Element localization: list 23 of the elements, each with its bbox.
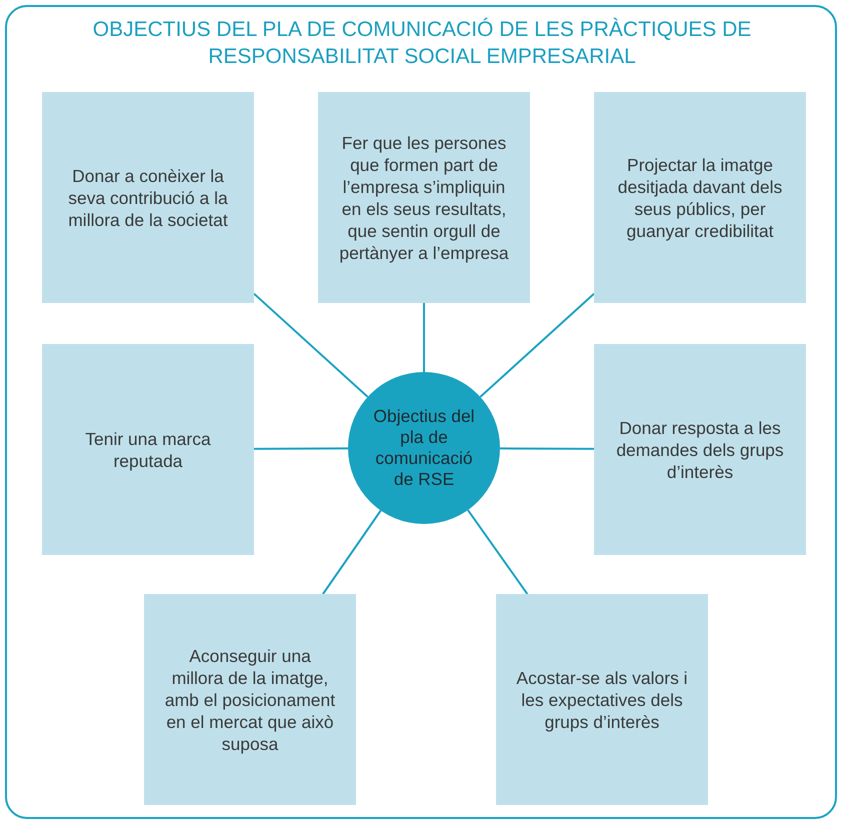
objective-box <box>318 92 530 303</box>
node-text: Donar resposta a les demandes dels grups d’interès <box>615 416 785 482</box>
node-text: Tenir una marca reputada <box>84 428 212 472</box>
connector-line <box>480 292 595 398</box>
connector-line <box>254 447 348 450</box>
connector-line <box>423 303 425 372</box>
objective-box <box>42 344 254 555</box>
node-text: Fer que les persones que formen part de l’empresa s’impliquin en els seus resultats, que sentin orgull de pertànyer a l’empresa <box>338 132 510 264</box>
connector-line <box>322 510 382 595</box>
node-text: Acostar-se als valors i les expectatives dels grups d’interès <box>515 666 689 732</box>
connector-line <box>253 292 368 398</box>
connector-line <box>500 447 594 450</box>
node-text: Aconseguir una millora de la imatge, amb el posicionament en el mercat que això suposa <box>164 644 336 754</box>
node-text: Projectar la imatge desitjada davant dels seus públics, per guanyar credibilitat <box>616 154 784 242</box>
objective-box <box>42 92 254 303</box>
objective-box <box>496 594 708 805</box>
node-text: Donar a conèixer la seva contribució a la millora de la societat <box>67 164 229 230</box>
node-text: Objectius del pla de comunicació de RSE <box>372 406 476 490</box>
objective-box <box>594 92 806 303</box>
objective-box <box>144 594 356 805</box>
objective-box <box>594 344 806 555</box>
connector-line <box>467 509 528 595</box>
diagram-title: OBJECTIUS DEL PLA DE COMUNICACIÓ DE LES PRÀCTIQUES DE RESPONSABILITAT SOCIAL EMPRESARIAL <box>92 16 752 70</box>
